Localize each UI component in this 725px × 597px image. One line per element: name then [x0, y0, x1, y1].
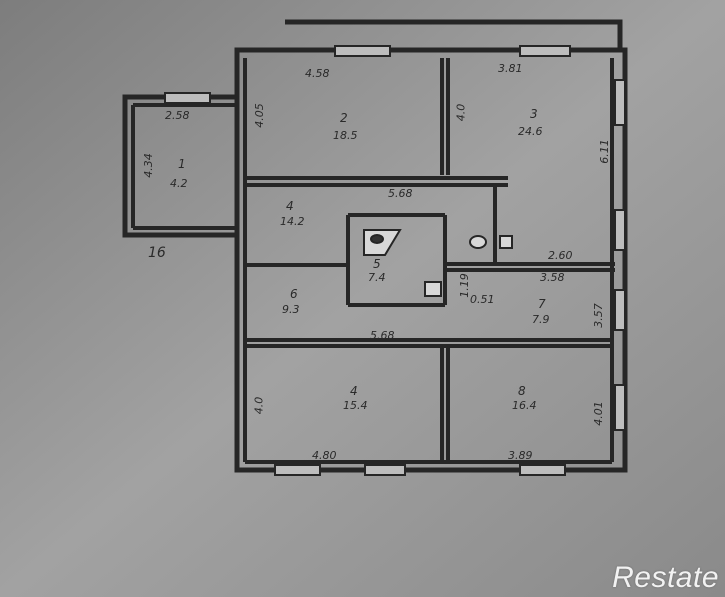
room-2-number: 2 — [340, 111, 348, 125]
room-5-area: 7.4 — [368, 271, 386, 284]
room-6-dim: 5.68 — [370, 329, 395, 342]
room-4b-width: 4.80 — [312, 449, 337, 462]
room-1-length: 4.34 — [141, 153, 155, 178]
flat-number: 16 — [148, 245, 166, 261]
room-8-height: 4.01 — [591, 401, 605, 426]
room-3-height: 4.0 — [454, 103, 468, 122]
inner-walls — [131, 58, 615, 464]
room-1-number: 1 — [178, 157, 186, 171]
room-4b-area: 15.4 — [343, 399, 368, 412]
room-4-area: 14.2 — [280, 215, 305, 228]
room-2-area: 18.5 — [333, 129, 358, 142]
room-1-area: 4.2 — [170, 177, 188, 190]
room-2-length: 4.05 — [252, 103, 266, 128]
room-7-height: 3.57 — [591, 303, 605, 328]
room-1-width: 2.58 — [165, 109, 190, 122]
room-8-area: 16.4 — [512, 399, 537, 412]
room-7-side: 1.19 — [457, 273, 471, 298]
restate-watermark: Restate — [612, 561, 719, 594]
bathroom-fixtures — [363, 229, 513, 297]
room-6-number: 6 — [290, 287, 298, 301]
room-7-number: 7 — [538, 297, 546, 311]
room-7-width: 3.58 — [540, 271, 565, 284]
room-7-niche: 0.51 — [470, 293, 495, 306]
windows — [164, 45, 626, 476]
room-8-width: 3.89 — [508, 449, 533, 462]
room-4b-number: 4 — [350, 384, 358, 398]
room-3-width: 3.81 — [498, 62, 523, 75]
room-4b-height: 4.0 — [252, 396, 266, 415]
room-8-number: 8 — [518, 384, 526, 398]
room-6-area: 9.3 — [282, 303, 300, 316]
room-3-area: 24.6 — [518, 125, 543, 138]
room-4-number: 4 — [286, 199, 294, 213]
room-7-area: 7.9 — [532, 313, 550, 326]
room-5-number: 5 — [373, 257, 381, 271]
room-3-length: 6.11 — [597, 139, 611, 164]
room-5-dim: 2.60 — [548, 249, 573, 262]
room-3-number: 3 — [530, 107, 538, 121]
room-2-width: 4.58 — [305, 67, 330, 80]
room-4-width: 5.68 — [388, 187, 413, 200]
